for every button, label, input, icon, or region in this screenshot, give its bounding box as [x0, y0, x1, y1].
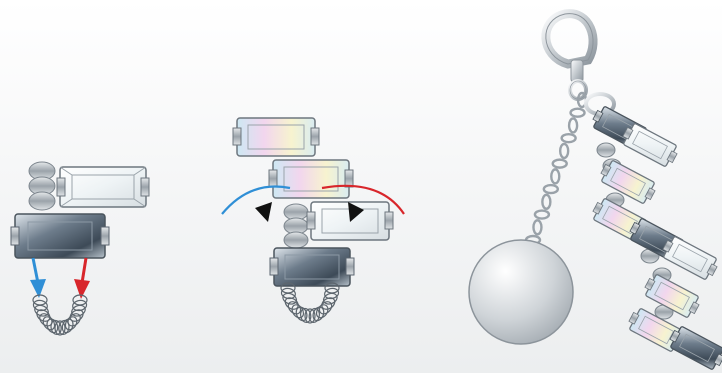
coil-spring-2 [281, 283, 340, 323]
blue-arrow-icon [30, 258, 46, 298]
iridescent-crystal-bead [233, 118, 319, 156]
chain [526, 93, 586, 244]
chain-link [544, 185, 558, 193]
red-arrow-icon [74, 258, 90, 299]
hematite-crystal-bead [11, 214, 109, 258]
hematite-crystal-bead-2 [270, 248, 354, 286]
chain-link [569, 118, 577, 132]
chain-link [562, 134, 576, 142]
strand-crystal-bead [620, 121, 681, 168]
chain-link [542, 195, 550, 209]
coil-spring [33, 295, 88, 335]
round-tag-disc [469, 240, 573, 344]
bead-stack [29, 162, 55, 210]
iridescent-crystal-bead-2 [269, 160, 353, 198]
chain-link [571, 109, 585, 117]
chain-link [560, 144, 568, 158]
chain-link [533, 220, 541, 234]
finished-keychain-panel [469, 14, 722, 372]
chain-link [535, 211, 549, 219]
lobster-clasp [546, 14, 593, 99]
step-1-panel [11, 162, 149, 335]
strand-crystal-bead [667, 324, 722, 371]
crystal-strand [590, 104, 722, 371]
chain-link [553, 160, 567, 168]
chain-link [551, 169, 559, 183]
clear-crystal-bead [57, 167, 149, 207]
left-pointer-icon [255, 202, 272, 222]
step-2-panel [222, 118, 404, 323]
spacer-bead [597, 143, 615, 157]
